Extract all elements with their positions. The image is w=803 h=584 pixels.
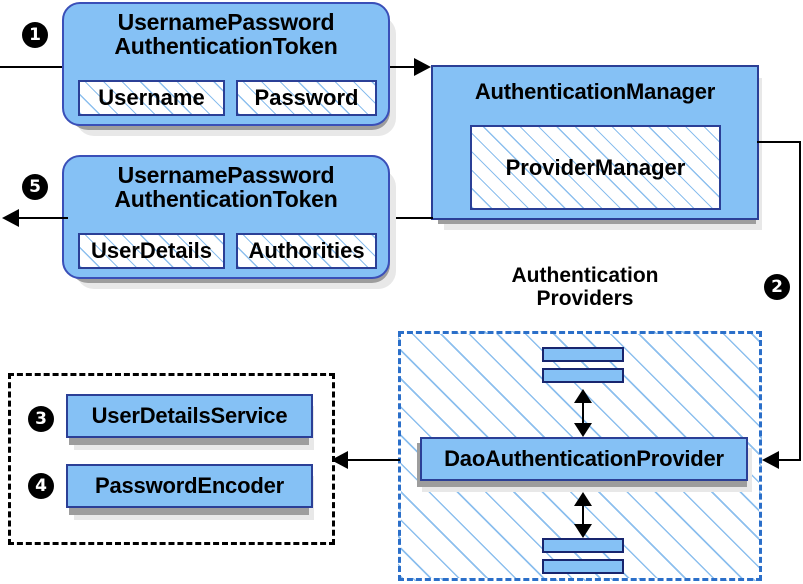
request-token-field-username-label: Username bbox=[98, 85, 205, 110]
step-badge-3: 3 bbox=[28, 406, 54, 432]
request-token-title-line2: AuthenticationToken bbox=[114, 33, 338, 60]
response-token-field-authorities[interactable]: Authorities bbox=[236, 233, 377, 269]
response-token-title: UsernamePassword AuthenticationToken bbox=[114, 163, 337, 212]
other-provider-bar-bottom-1[interactable] bbox=[542, 538, 624, 553]
user-details-service-label: UserDetailsService bbox=[91, 403, 288, 428]
authentication-providers-label: Authentication Providers bbox=[470, 264, 700, 310]
outbound-response-arrowhead bbox=[2, 209, 19, 227]
request-token-field-password[interactable]: Password bbox=[236, 80, 377, 116]
password-encoder-box[interactable]: PasswordEncoder bbox=[66, 464, 313, 508]
request-token-field-password-label: Password bbox=[254, 85, 359, 110]
provider-manager-box[interactable]: ProviderManager bbox=[470, 125, 721, 210]
other-provider-bar-bottom-2[interactable] bbox=[542, 559, 624, 574]
authentication-providers-label-line2: Providers bbox=[536, 286, 634, 310]
provider-to-collaborators-arrowhead bbox=[331, 451, 348, 469]
provider-to-collaborators-line bbox=[348, 459, 400, 461]
response-token-title-line1: UsernamePassword bbox=[117, 162, 335, 188]
manager-to-provider-line-vertical bbox=[799, 141, 801, 461]
response-token-title-line2: AuthenticationToken bbox=[114, 186, 338, 213]
request-to-manager-arrowhead bbox=[414, 58, 431, 76]
request-token-title-line1: UsernamePassword bbox=[117, 9, 335, 35]
other-provider-bar-top-2[interactable] bbox=[542, 368, 624, 383]
request-to-manager-line bbox=[390, 66, 422, 68]
provider-link-top-line bbox=[582, 392, 584, 427]
provider-link-bottom-arrow-down bbox=[574, 524, 592, 538]
response-token-field-authorities-label: Authorities bbox=[248, 238, 365, 263]
dao-authentication-provider-label: DaoAuthenticationProvider bbox=[444, 446, 724, 471]
inbound-request-line bbox=[0, 66, 74, 68]
user-details-service-box[interactable]: UserDetailsService bbox=[66, 394, 313, 438]
provider-manager-label: ProviderManager bbox=[505, 154, 686, 180]
password-encoder-label: PasswordEncoder bbox=[95, 473, 284, 498]
step-badge-4: 4 bbox=[28, 473, 54, 499]
response-token-field-userdetails-label: UserDetails bbox=[90, 238, 213, 263]
manager-to-provider-arrowhead bbox=[762, 451, 779, 469]
dao-authentication-provider-box[interactable]: DaoAuthenticationProvider bbox=[420, 437, 748, 481]
outbound-response-line bbox=[18, 217, 68, 219]
request-token-field-username[interactable]: Username bbox=[78, 80, 225, 116]
provider-link-top-arrow-down bbox=[574, 423, 592, 437]
manager-to-provider-line-top bbox=[757, 141, 801, 143]
step-badge-5: 5 bbox=[22, 174, 48, 200]
manager-to-response-line bbox=[390, 217, 433, 219]
authentication-providers-label-line1: Authentication bbox=[511, 264, 659, 287]
other-provider-bar-top-1[interactable] bbox=[542, 347, 624, 362]
manager-to-provider-line-bottom bbox=[779, 459, 801, 461]
response-token-field-userdetails[interactable]: UserDetails bbox=[78, 233, 225, 269]
authentication-manager-title: AuthenticationManager bbox=[474, 79, 716, 104]
step-badge-1: 1 bbox=[22, 22, 48, 48]
request-token-title: UsernamePassword AuthenticationToken bbox=[114, 10, 337, 59]
provider-link-bottom-line bbox=[582, 495, 584, 528]
step-badge-2: 2 bbox=[764, 274, 790, 300]
